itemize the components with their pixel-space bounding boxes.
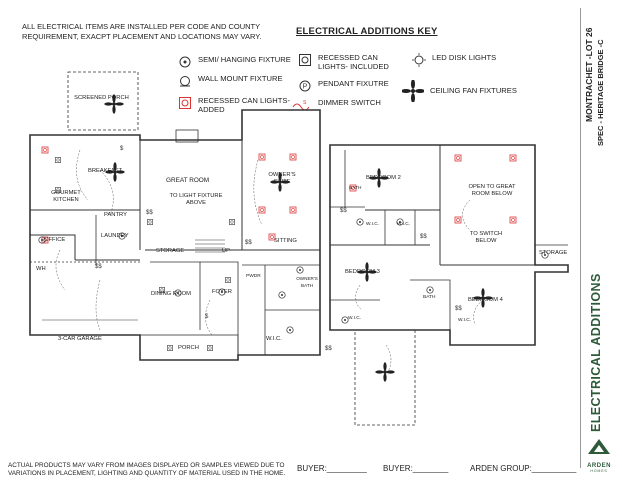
room-bath-2f: BATH [349, 186, 362, 191]
recessed-can-included-icon [298, 53, 312, 67]
first-floor-plan [29, 71, 321, 361]
brand-logo: ARDEN HOMES [584, 438, 614, 473]
legend-label: WALL MOUNT FIXTURE [198, 74, 283, 83]
svg-text:$: $ [205, 314, 209, 320]
room-owners-bath: OWNER'S BATH [296, 276, 318, 288]
legend-label: SEMI/ HANGING FIXTURE [198, 55, 291, 64]
ceiling-fan-icon [402, 80, 424, 102]
ceiling-fan-balcony-icon [375, 362, 395, 382]
svg-text:$$: $$ [95, 264, 102, 270]
stair-up: UP [222, 248, 231, 254]
room-dining: DINING ROOM [151, 291, 191, 297]
room-gourmet-kitchen: GOURMET KITCHEN [51, 190, 81, 203]
title-block [580, 8, 615, 468]
room-owners-wic: W.I.C. [266, 336, 282, 342]
svg-text:$$: $$ [146, 210, 153, 216]
svg-text:P: P [303, 84, 308, 91]
room-laundry: LAUNDRY [101, 233, 129, 239]
room-screened-porch: SCREENED PORCH [74, 95, 129, 101]
room-storage-first: STORAGE [156, 248, 185, 254]
room-wic-2f-d: W.I.C. [458, 318, 472, 323]
room-powder: PWDR [246, 274, 261, 279]
brand-sub: HOMES [590, 469, 608, 473]
legend-led-disk: LED DISK LIGHTS [412, 53, 496, 67]
second-floor-plan [329, 144, 569, 426]
room-owners-suite: OWNER'S SUITE [268, 172, 296, 185]
room-garage: 3-CAR GARAGE [58, 336, 102, 342]
legend-label: RECESSED CAN LIGHTS- ADDED [198, 96, 290, 114]
buyer-signature-2: BUYER:________ [383, 464, 449, 473]
svg-text:$$: $$ [455, 306, 462, 312]
legend-wall-mount: WALL MOUNT FIXTURE [178, 74, 283, 88]
arden-group-signature: ARDEN GROUP:__________ [470, 464, 577, 473]
room-wic-2f-a: W.I.C. [366, 222, 380, 227]
legend-title: ELECTRICAL ADDITIONS KEY [296, 26, 438, 37]
legend-label: DIMMER SWITCH [318, 98, 381, 107]
room-wh: WH [36, 266, 46, 272]
svg-text:$$: $$ [245, 240, 252, 246]
room-wic-2f-c: W.I.C. [348, 316, 362, 321]
brand-name: ARDEN [587, 463, 611, 469]
room-bath-2f-b: BATH [423, 295, 436, 300]
pendant-fixture-icon: P [298, 79, 312, 93]
recessed-included-group [55, 157, 235, 351]
wall-mount-fixture-icon [178, 74, 192, 88]
room-bedroom-4: BEDROOM 4 [468, 297, 503, 303]
legend-pendant: P PENDANT FIXUTRE [298, 79, 389, 93]
open-to-great-room: OPEN TO GREAT ROOM BELOW [468, 184, 516, 197]
svg-text:$$: $$ [340, 208, 347, 214]
legend-label: PENDANT FIXUTRE [318, 79, 389, 88]
legend-recessed-included: RECESSED CAN LIGHTS- INCLUDED [298, 53, 402, 71]
svg-text:S: S [303, 100, 307, 106]
room-great-room: GREAT ROOM [166, 177, 210, 184]
disclaimer-note: ACTUAL PRODUCTS MAY VARY FROM IMAGES DIS… [8, 462, 286, 477]
room-bedroom-2: BEDROOM 2 [366, 175, 401, 181]
svg-text:$$: $$ [325, 346, 332, 352]
legend-label: RECESSED CAN LIGHTS- INCLUDED [318, 53, 389, 71]
legend-semi-hanging: SEMI/ HANGING FIXTURE [178, 55, 291, 69]
buyer-signature-1: BUYER:_________ [297, 464, 367, 473]
room-porch: PORCH [178, 345, 199, 351]
room-storage-2f: STORAGE [539, 250, 568, 256]
legend-ceiling-fan: CEILING FAN FIXTURES [402, 80, 517, 102]
to-switch-below-note: TO SWITCH BELOW [469, 231, 503, 244]
recessed-can-added-icon [178, 96, 192, 110]
room-office: OFFICE [44, 237, 66, 243]
room-bedroom-3: BEDROOM 3 [345, 269, 380, 275]
room-breakfast: BREAKFAST [88, 168, 123, 174]
legend-recessed-added: RECESSED CAN LIGHTS- ADDED [178, 96, 290, 114]
to-light-note: TO LIGHT FIXTURE ABOVE [169, 193, 223, 206]
svg-text:$$: $$ [420, 234, 427, 240]
room-foyer: FOYER [212, 289, 232, 295]
room-pantry: PANTRY [104, 212, 127, 218]
room-wic-2f-b: W.I.C. [397, 222, 411, 227]
room-sitting: SITTING [274, 238, 297, 244]
legend-label: CEILING FAN FIXTURES [430, 86, 517, 95]
semi-hanging-fixture-icon [178, 55, 192, 69]
logo-mark-icon [588, 439, 610, 454]
installation-note: ALL ELECTRICAL ITEMS ARE INSTALLED PER C… [22, 22, 262, 41]
led-disk-light-icon [412, 53, 426, 67]
legend-label: LED DISK LIGHTS [432, 53, 497, 62]
svg-text:$: $ [120, 146, 124, 152]
